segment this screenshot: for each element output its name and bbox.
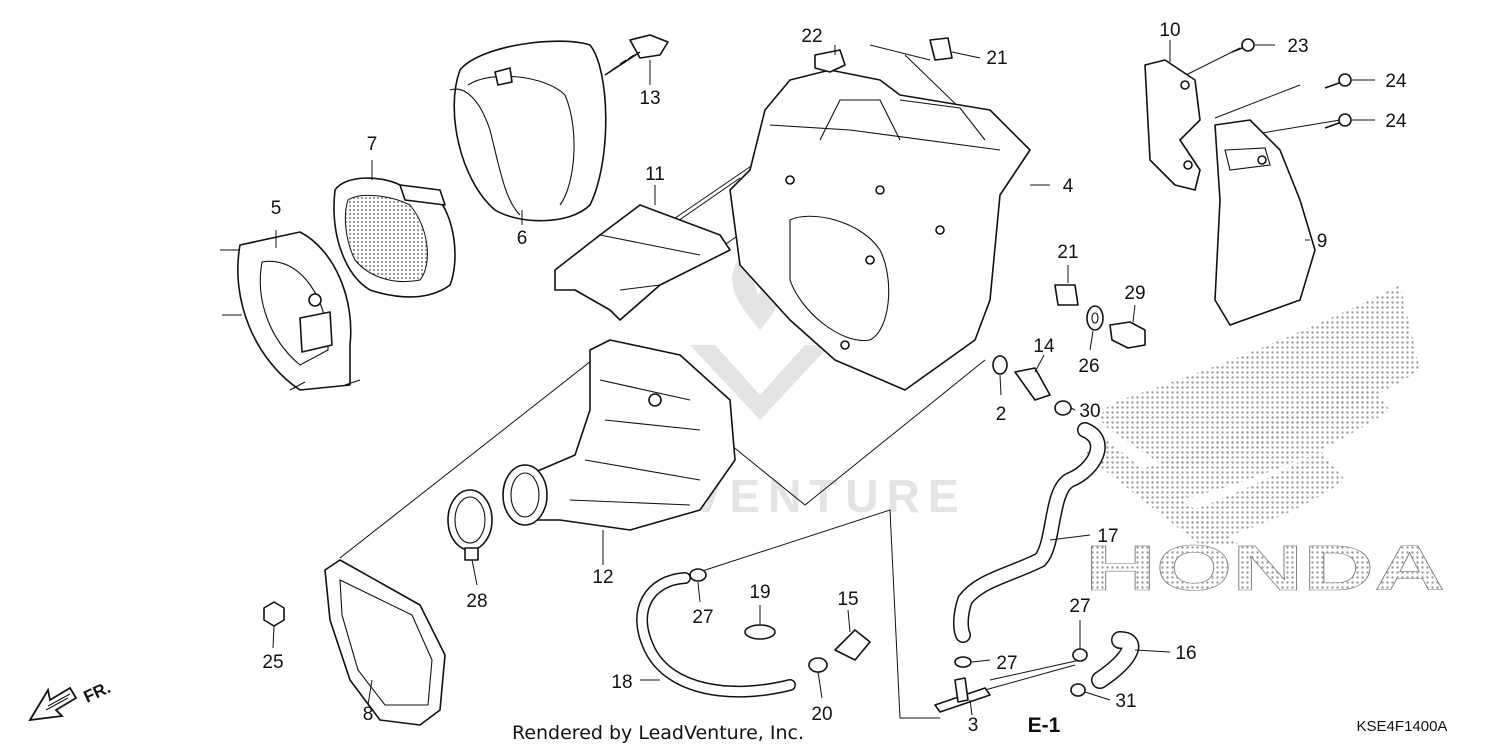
- part-label-21-top: 21: [986, 48, 1007, 69]
- part-label-4: 4: [1063, 176, 1074, 197]
- credit-text: Rendered by LeadVenture, Inc.: [512, 722, 804, 744]
- part-25-nut: [263, 601, 285, 627]
- part-label-2: 2: [996, 404, 1007, 425]
- diagram-code: KSE4F1400A: [1357, 718, 1448, 735]
- part-11-bracket: [554, 204, 731, 321]
- part-29-bolt: [1109, 321, 1146, 349]
- part-20-clamp: [808, 657, 828, 673]
- part-label-10: 10: [1159, 20, 1180, 41]
- part-label-21-side: 21: [1057, 242, 1078, 263]
- part-15-plug: [834, 629, 871, 661]
- part-24-screw-upper: [1324, 73, 1352, 89]
- part-label-25: 25: [262, 652, 283, 673]
- part-label-26: 26: [1078, 356, 1099, 377]
- part-labels: 2 3 4 5 6 7 8 9 10 11 12 13 14 15 16 17 …: [262, 20, 1407, 736]
- part-8-gasket: [324, 559, 446, 726]
- part-label-15: 15: [837, 589, 858, 610]
- part-18-drain-tube: [636, 572, 796, 698]
- honda-wing-logo: HONDA: [1085, 285, 1445, 604]
- part-label-16: 16: [1175, 643, 1196, 664]
- part-4-air-cleaner-case: [729, 69, 1031, 391]
- part-label-5: 5: [271, 198, 282, 219]
- part-label-12: 12: [592, 567, 613, 588]
- part-24-screw-lower: [1324, 113, 1352, 129]
- part-27-clip-right-upper: [1072, 648, 1088, 662]
- part-label-22: 22: [801, 26, 822, 47]
- part-17-hose: [952, 422, 1106, 643]
- part-label-23: 23: [1287, 36, 1308, 57]
- part-label-17: 17: [1097, 526, 1118, 547]
- part-label-28: 28: [466, 591, 487, 612]
- front-arrow-icon: [28, 686, 78, 722]
- part-label-24-upper: 24: [1385, 71, 1407, 92]
- part-10-side-bracket: [1144, 59, 1201, 191]
- part-7-filter-element: [333, 177, 456, 298]
- part-label-13: 13: [639, 88, 660, 109]
- part-30-clip: [1054, 400, 1072, 416]
- part-19-clip: [744, 624, 776, 640]
- section-code: E-1: [1028, 714, 1061, 737]
- part-label-20: 20: [811, 704, 832, 725]
- part-5-flange-plate: [220, 231, 361, 391]
- part-28-band: [447, 489, 493, 561]
- part-13-bolt: [604, 34, 669, 76]
- label-leaders: [272, 40, 1375, 716]
- part-12-intake-duct: [502, 339, 736, 531]
- part-label-14: 14: [1033, 336, 1055, 357]
- part-label-11: 11: [645, 164, 665, 185]
- part-23-screw: [1231, 38, 1255, 53]
- front-direction-label: FR.: [81, 678, 114, 707]
- part-label-31: 31: [1115, 691, 1136, 712]
- part-label-18: 18: [611, 672, 632, 693]
- part-21-clip-side: [1054, 284, 1079, 306]
- part-14-joint: [1014, 367, 1051, 401]
- part-label-8: 8: [363, 704, 374, 725]
- part-3-t-joint: [934, 677, 991, 713]
- part-26-washer: [1086, 305, 1104, 331]
- part-21-clip-top: [929, 37, 953, 61]
- part-label-9: 9: [1317, 231, 1328, 252]
- part-2-clip: [992, 355, 1008, 375]
- part-label-27-right-upper: 27: [1069, 596, 1090, 617]
- part-label-19: 19: [749, 582, 770, 603]
- part-31-clip: [1070, 683, 1086, 697]
- honda-brand-text: HONDA: [1085, 532, 1445, 604]
- part-16-hose: [1091, 631, 1140, 689]
- part-label-3: 3: [968, 715, 979, 736]
- part-label-29: 29: [1124, 283, 1145, 304]
- part-label-24-lower: 24: [1385, 111, 1407, 132]
- part-label-27-left: 27: [692, 607, 713, 628]
- part-27-clip-right-lower: [954, 656, 972, 668]
- part-9-duct-cover: [1214, 119, 1316, 326]
- part-27-clip-left: [689, 568, 707, 582]
- part-label-30: 30: [1079, 401, 1100, 422]
- part-label-27-right-lower: 27: [996, 653, 1017, 674]
- part-6-filter-housing: [449, 40, 607, 222]
- front-direction-indicator: FR.: [28, 678, 114, 722]
- part-22-clip: [814, 49, 846, 73]
- part-label-7: 7: [367, 134, 378, 155]
- part-label-6: 6: [517, 228, 528, 249]
